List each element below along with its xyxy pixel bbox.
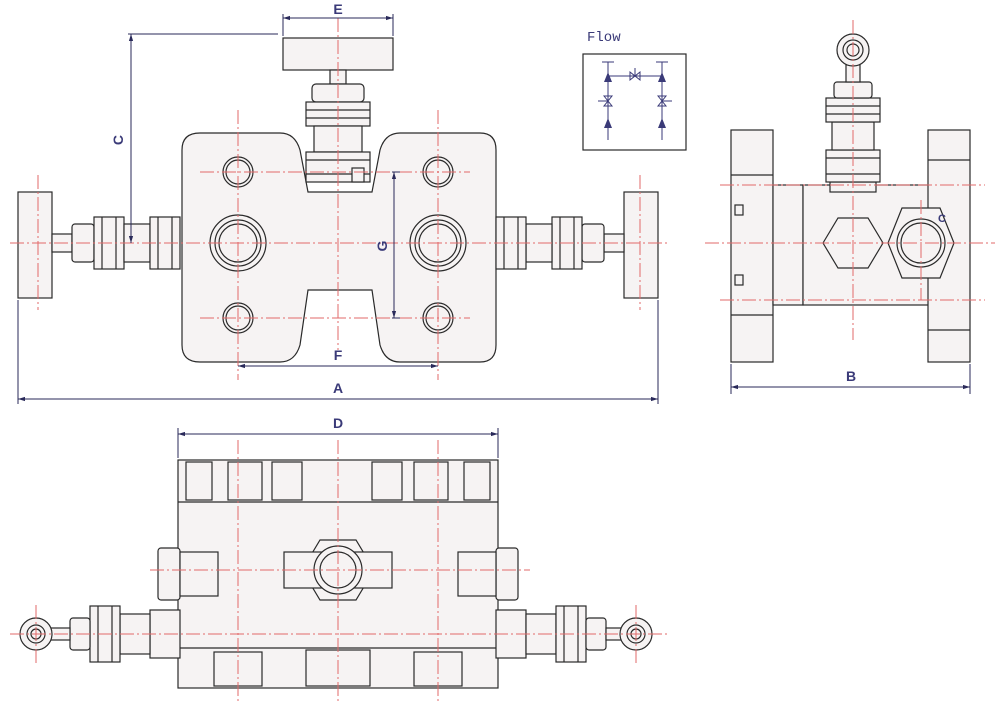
dimension-label-a: A bbox=[333, 380, 343, 396]
dimension-label-e: E bbox=[333, 1, 342, 17]
right-valve bbox=[495, 191, 659, 299]
side-view bbox=[705, 20, 995, 394]
flow-legend-title: Flow bbox=[587, 30, 621, 46]
dimension-label-b: B bbox=[846, 368, 856, 384]
dimension-label-d: D bbox=[333, 415, 343, 431]
dimension-label-g: G bbox=[374, 240, 390, 251]
dimension-label-c: C bbox=[110, 135, 126, 145]
front-dimensions bbox=[17, 14, 659, 404]
top-view bbox=[10, 428, 668, 704]
left-valve bbox=[17, 191, 181, 299]
flow-legend: Flow bbox=[582, 30, 687, 151]
dimension-label-f: F bbox=[334, 347, 343, 363]
front-centerlines bbox=[10, 18, 668, 380]
top-row-blocks bbox=[185, 461, 491, 501]
label-c-side: C bbox=[938, 213, 946, 225]
front-view: E C G F A bbox=[10, 1, 668, 404]
manifold-body bbox=[181, 132, 497, 363]
